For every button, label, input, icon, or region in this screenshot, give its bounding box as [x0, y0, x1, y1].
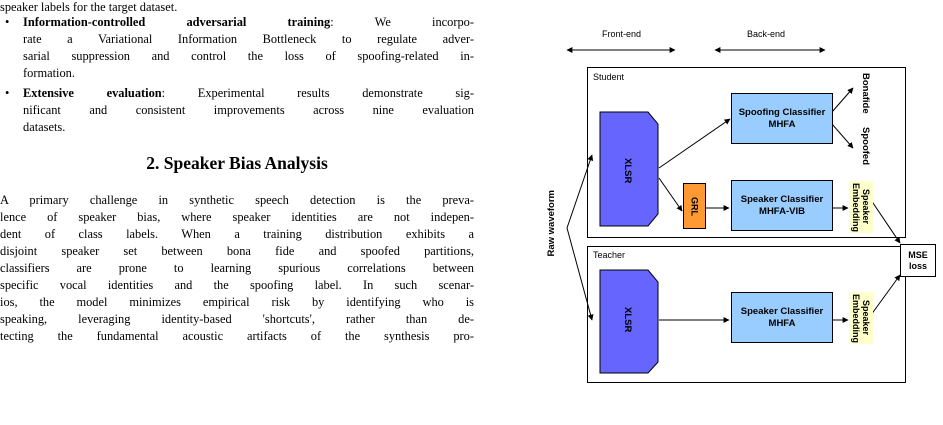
bullet-2-line-3: datasets.: [23, 120, 66, 134]
spoof-to-bonafide-arrow: [831, 87, 854, 113]
bullet-1-line-1: Information-controlled adversarial train…: [23, 15, 474, 30]
paragraph-line: tecting the fundamental acoustic artifac…: [0, 329, 474, 343]
teacher-speaker-classifier-title: Speaker Classifier: [740, 305, 824, 317]
teacher-box: [587, 246, 906, 383]
teacher-xlsr-shape: [599, 269, 659, 374]
bullet-marker: •: [5, 86, 10, 100]
bonafide-label: Bonafide: [860, 73, 871, 114]
teacher-embedding-to-mse-arrow: [870, 274, 901, 316]
loss-label: loss: [908, 260, 927, 271]
xlsr-to-grl-arrow: [658, 177, 683, 212]
spoofing-classifier-block: Spoofing Classifier MHFA: [731, 93, 833, 144]
bullet-1-line-4: formation.: [23, 66, 75, 80]
student-speaker-embedding-label: Speaker Embedding: [851, 182, 871, 232]
student-xlsr-label: XLSR: [622, 158, 633, 184]
paragraph-line: A primary challenge in synthetic speech …: [0, 193, 474, 207]
paragraph-line: lence of speaker bias, where speaker ide…: [0, 210, 474, 224]
paragraph-line: dent of class labels. When a training di…: [0, 227, 474, 241]
teacher-speaker-classifier-sub: MHFA: [768, 317, 796, 329]
bullet-2-line-1: Extensive evaluation: Experimental resul…: [23, 86, 474, 101]
paragraph-line: disjoint speaker set between bona fide a…: [0, 244, 474, 258]
bullet-2-text: : Experimental results demonstrate sig-: [161, 86, 474, 100]
student-speaker-classifier-sub: MHFA-VIB: [759, 205, 805, 217]
bullet-1-text: : We incorpo-: [330, 15, 474, 29]
raw-waveform-label: Raw waveform: [546, 190, 557, 257]
teacher-label: Teacher: [593, 250, 626, 260]
teacher-speaker-embedding-label: Speaker Embedding: [851, 293, 871, 343]
grl-label: GRL: [689, 196, 700, 216]
student-label: Student: [593, 72, 625, 82]
spoofed-label: Spoofed: [860, 127, 871, 165]
xlsr-to-spoof-arrow: [658, 118, 731, 169]
student-speaker-classifier-block: Speaker Classifier MHFA-VIB: [731, 180, 833, 231]
paragraph-line: specific vocal identities and the spoofi…: [0, 278, 474, 292]
student-speaker-embedding: Speaker Embedding: [849, 181, 873, 233]
paragraph-line: speaking, leveraging identity-based 'sho…: [0, 312, 474, 326]
spoof-to-spoofed-arrow: [831, 123, 854, 149]
bullet-2-line-2: nificant and consistent improvements acr…: [23, 103, 474, 117]
student-box: [587, 67, 906, 238]
back-end-label: Back-end: [747, 29, 786, 39]
architecture-figure: Front-end Back-end Raw waveform Student …: [530, 0, 943, 425]
continuation-line: speaker labels for the target dataset.: [0, 0, 178, 14]
spoofing-classifier-title: Spoofing Classifier: [738, 106, 826, 118]
figure-graphics: [566, 47, 901, 374]
mse-label: MSE: [908, 249, 928, 260]
teacher-speaker-embedding: Speaker Embedding: [849, 292, 873, 344]
student-embedding-to-mse-arrow: [870, 199, 901, 244]
mse-loss-block: MSE loss: [900, 244, 936, 277]
bullet-1-bold: Information-controlled adversarial train…: [23, 15, 331, 29]
paragraph-line: classifiers are prone to learning spurio…: [0, 261, 474, 275]
bullet-1-line-2: rate a Variational Information Bottlenec…: [23, 32, 474, 46]
grl-block: GRL: [683, 183, 706, 229]
spoofing-classifier-sub: MHFA: [768, 118, 796, 130]
bullet-1-line-3: sarial suppression and control the loss …: [23, 49, 474, 63]
teacher-speaker-classifier-block: Speaker Classifier MHFA: [731, 292, 833, 343]
bullet-marker: •: [5, 15, 10, 29]
student-xlsr-shape: [599, 111, 659, 227]
student-speaker-classifier-title: Speaker Classifier: [740, 193, 824, 205]
front-end-label: Front-end: [602, 29, 642, 39]
teacher-xlsr-label: XLSR: [622, 307, 633, 333]
bullet-2-bold: Extensive evaluation: [23, 86, 162, 100]
paragraph-line: ios, the model minimizes empirical risk …: [0, 295, 474, 309]
section-heading: 2. Speaker Bias Analysis: [146, 153, 328, 173]
